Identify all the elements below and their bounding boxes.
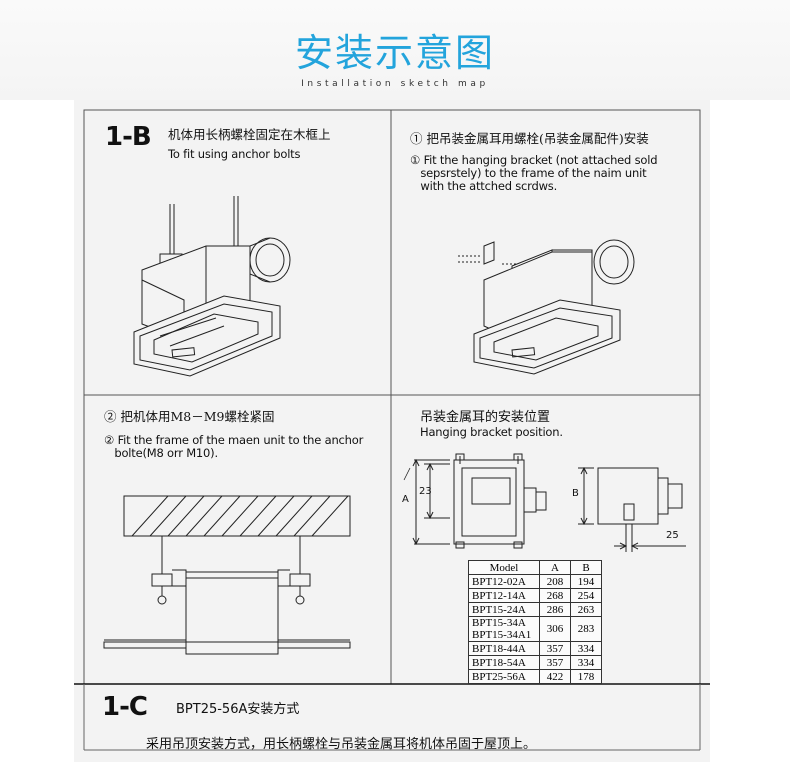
dim-25-label: 25 xyxy=(666,530,679,541)
panel-1b-cn: 机体用长柄螺栓固定在木框上 xyxy=(168,127,331,142)
page-title: 安装示意图 xyxy=(294,31,495,75)
table-header: Model xyxy=(468,560,540,575)
table-header: B xyxy=(570,560,602,575)
header-band: 安装示意图 Installation sketch map xyxy=(0,0,790,100)
panel-2-en: ② Fit the frame of the maen unit to the … xyxy=(104,433,364,460)
b-cell: 254 xyxy=(570,588,602,603)
bracket-position-cn: 吊装金属耳的安装位置 xyxy=(420,410,551,425)
b-cell: 263 xyxy=(570,602,602,617)
table-header-row: Model A B xyxy=(468,560,602,575)
table-row: BPT18-54A 357 334 xyxy=(468,655,602,670)
sheet-frame xyxy=(74,109,710,751)
b-cell: 283 xyxy=(570,616,602,642)
b-cell: 178 xyxy=(570,669,602,684)
table-row: BPT18-44A 357 334 xyxy=(468,641,602,656)
installation-sheet: 1-B 机体用长柄螺栓固定在木框上 To fit using anchor bo… xyxy=(74,100,710,762)
dim-b-label: B xyxy=(572,488,579,499)
table-row: BPT15-34A BPT15-34A1 306 283 xyxy=(468,616,602,642)
dim-a-label: A xyxy=(402,494,409,505)
a-cell: 422 xyxy=(539,669,571,684)
panel-1-en: ① Fit the hanging bracket (not attached … xyxy=(410,153,658,193)
panel-1-cn: ① 把吊装金属耳用螺栓(吊装金属配件)安装 xyxy=(410,131,649,146)
panel-1b-code: 1-B xyxy=(105,122,152,152)
panel-1c-note: 采用吊顶安装方式，用长柄螺栓与吊装金属耳将机体吊固于屋顶上。 xyxy=(146,737,537,752)
table-row: BPT25-56A 422 178 xyxy=(468,669,602,684)
page-subtitle: Installation sketch map xyxy=(301,79,489,89)
a-cell: 306 xyxy=(539,616,571,642)
fan-drawing-hanging-bracket xyxy=(458,239,635,375)
dim-23-label: 23 xyxy=(419,486,432,497)
panel-1b-en: To fit using anchor bolts xyxy=(168,147,301,161)
b-cell: 194 xyxy=(570,574,602,589)
a-cell: 268 xyxy=(539,588,571,603)
panel-1c-label: BPT25-56A安装方式 xyxy=(176,702,300,717)
table-header: A xyxy=(539,560,571,575)
a-cell: 208 xyxy=(539,574,571,589)
fan-drawing-anchor-bolts xyxy=(133,196,291,377)
panel-2-cn: ② 把机体用M8－M9螺栓紧固 xyxy=(104,409,275,424)
model-cell: BPT18-54A xyxy=(468,655,540,670)
table-row: BPT12-14A 268 254 xyxy=(468,588,602,603)
table-row: BPT12-02A 208 194 xyxy=(468,574,602,589)
model-cell: BPT18-44A xyxy=(468,641,540,656)
a-cell: 357 xyxy=(539,641,571,656)
model-dimension-table: Model A B BPT12-02A 208 194 BPT12-14A 26… xyxy=(468,560,602,684)
fan-drawing-ceiling-mount xyxy=(103,495,351,655)
a-cell: 286 xyxy=(539,602,571,617)
a-cell: 357 xyxy=(539,655,571,670)
model-cell: BPT12-14A xyxy=(468,588,540,603)
b-cell: 334 xyxy=(570,655,602,670)
table-row: BPT15-24A 286 263 xyxy=(468,602,602,617)
model-cell: BPT15-34A BPT15-34A1 xyxy=(468,616,540,642)
panel-1c-code: 1-C xyxy=(102,692,148,722)
model-cell: BPT15-24A xyxy=(468,602,540,617)
model-cell: BPT25-56A xyxy=(468,669,540,684)
b-cell: 334 xyxy=(570,641,602,656)
bracket-position-drawing xyxy=(403,453,686,552)
bracket-position-en: Hanging bracket position. xyxy=(420,425,563,439)
model-cell: BPT12-02A xyxy=(468,574,540,589)
